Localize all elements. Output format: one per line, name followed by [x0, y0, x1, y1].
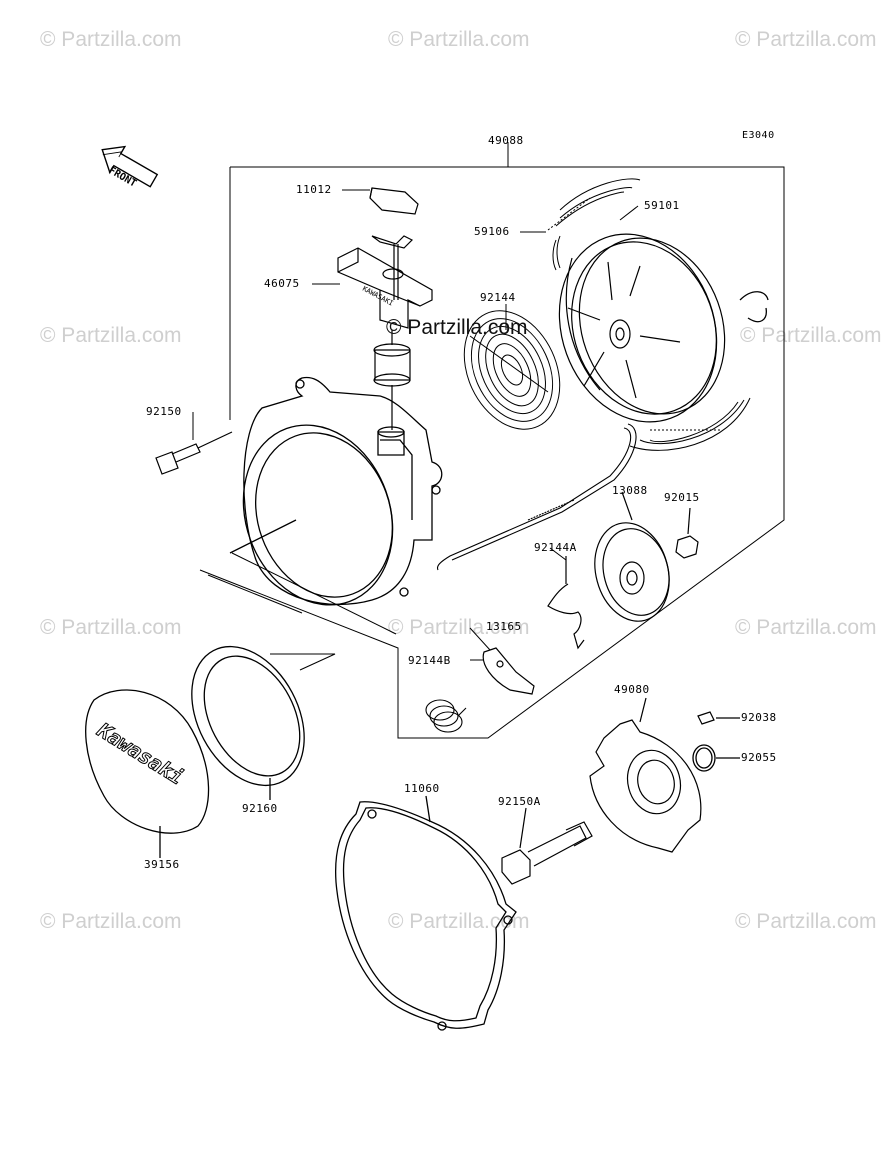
diagram-code: E3040: [742, 130, 775, 141]
part-label: 39156: [144, 858, 180, 871]
gasket: [334, 795, 517, 1031]
part-label: 13088: [612, 484, 648, 497]
part-label: 46075: [264, 277, 300, 290]
starter-handle: [337, 235, 433, 430]
watermark: © Partzilla.com: [40, 324, 182, 347]
part-label: 92015: [664, 491, 700, 504]
part-label: 13165: [486, 620, 522, 633]
part-label: 92150: [146, 405, 182, 418]
watermark: © Partzilla.com: [40, 616, 182, 639]
part-label: 92055: [741, 751, 777, 764]
part-label: 92144B: [408, 654, 451, 667]
bolt-92150A: [501, 807, 593, 885]
part-label: 92038: [741, 711, 777, 724]
front-arrow-icon: [101, 145, 159, 188]
part-label: 92144A: [534, 541, 577, 554]
watermark: © Partzilla.com: [40, 28, 182, 51]
pawl: [482, 647, 535, 695]
pulley: [589, 697, 702, 853]
spiral-spring: [463, 310, 561, 430]
starter-case: [229, 376, 443, 606]
part-label: 59101: [644, 199, 680, 212]
part-label: 49080: [614, 683, 650, 696]
watermark: © Partzilla.com: [740, 324, 882, 347]
cover: [85, 689, 210, 858]
handle-text: KAWASAKI: [361, 285, 395, 308]
bolt-92150: [155, 431, 233, 475]
assembly-bracket-outline: [199, 166, 785, 739]
watermark: © Partzilla.com: [735, 616, 877, 639]
nut: [675, 507, 699, 559]
part-label: 59106: [474, 225, 510, 238]
coil-spring: [425, 699, 467, 733]
clip-spring: [547, 556, 585, 650]
watermark: © Partzilla.com: [388, 28, 530, 51]
starter-reel: [558, 233, 769, 423]
front-text: FRONT: [107, 165, 139, 190]
starter-cable: [436, 423, 637, 571]
part-label: 49088: [488, 134, 524, 147]
brand-text: Kawasaki: [93, 717, 188, 789]
watermark: © Partzilla.com: [735, 28, 877, 51]
part-label: 11060: [404, 782, 440, 795]
part-label: 92144: [480, 291, 516, 304]
starter-rope: [547, 178, 751, 451]
watermark: © Partzilla.com: [388, 910, 530, 933]
handle-cap: [369, 187, 419, 215]
key: [697, 711, 740, 725]
center-watermark: © Partzilla.com: [386, 316, 528, 339]
ratchet-plate: [594, 491, 670, 622]
seal-ring: [191, 645, 305, 800]
o-ring: [692, 744, 740, 772]
watermark: © Partzilla.com: [735, 910, 877, 933]
part-label: 92150A: [498, 795, 541, 808]
part-label: 92160: [242, 802, 278, 815]
watermark: © Partzilla.com: [40, 910, 182, 933]
watermark: © Partzilla.com: [388, 616, 530, 639]
part-label: 11012: [296, 183, 332, 196]
